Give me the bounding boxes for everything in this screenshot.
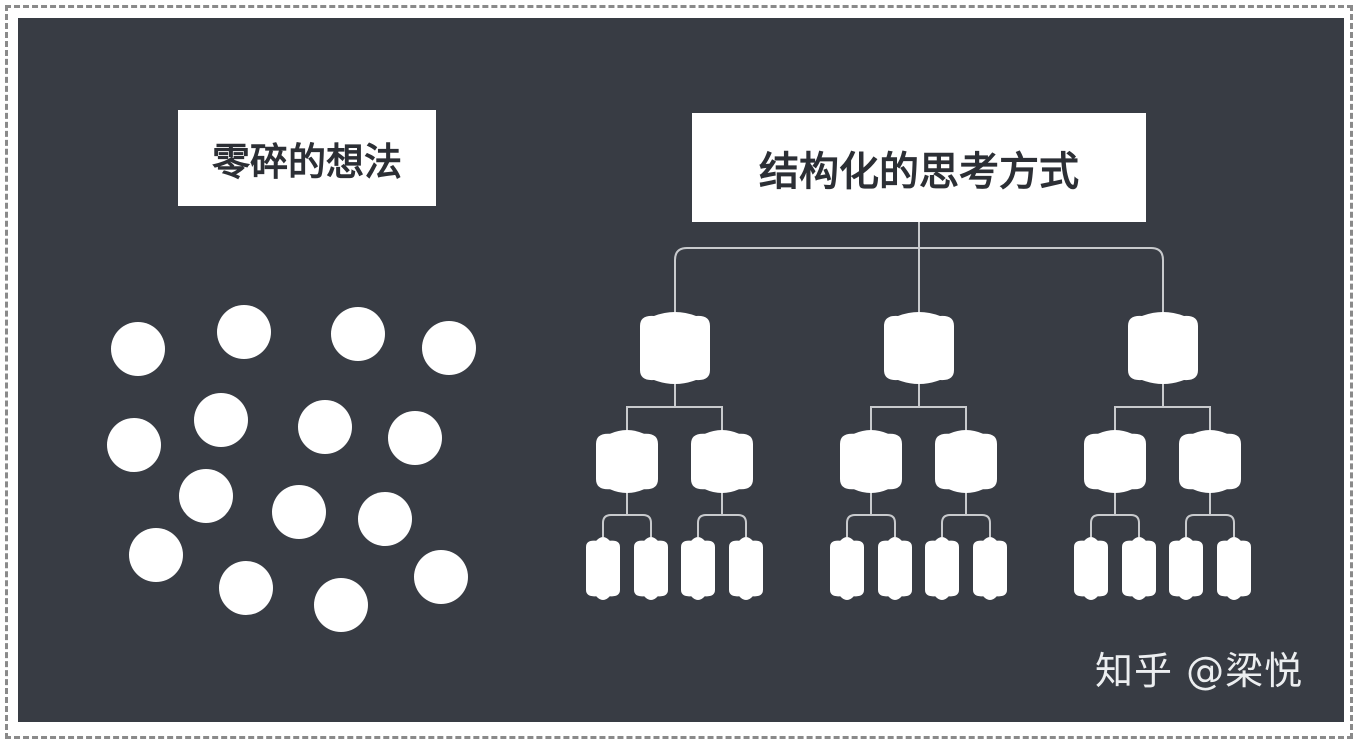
idea-circle — [358, 492, 412, 546]
structured-thinking-title: 结构化的思考方式 — [692, 113, 1146, 222]
level2-node — [1084, 430, 1146, 493]
level3-node — [681, 537, 715, 600]
level2-node — [691, 430, 753, 493]
idea-circle — [217, 305, 271, 359]
idea-circle — [129, 528, 183, 582]
level2-node — [596, 430, 658, 493]
idea-circle — [422, 321, 476, 375]
connector-line — [1114, 383, 1211, 430]
connector-line — [870, 383, 967, 430]
connector-line — [674, 247, 1164, 312]
idea-circle — [298, 400, 352, 454]
level1-node — [640, 312, 710, 384]
connector-line — [626, 383, 723, 430]
connector-line — [697, 492, 747, 537]
level3-node — [634, 537, 668, 600]
idea-circle — [388, 411, 442, 465]
idea-circle — [107, 418, 161, 472]
idea-circle — [414, 550, 468, 604]
level2-node — [935, 430, 997, 493]
idea-circle — [194, 393, 248, 447]
level3-node — [1122, 537, 1156, 600]
idea-circle — [272, 485, 326, 539]
connector-line — [1185, 492, 1235, 537]
level3-node — [729, 537, 763, 600]
level3-node — [925, 537, 959, 600]
level3-node — [830, 537, 864, 600]
idea-circle — [331, 307, 385, 361]
connector-line — [941, 492, 991, 537]
connector-line — [1090, 492, 1140, 537]
level2-node — [840, 430, 902, 493]
level3-node — [973, 537, 1007, 600]
idea-circle — [111, 322, 165, 376]
level3-node — [1217, 537, 1251, 600]
idea-circle — [314, 578, 368, 632]
connector-line — [602, 492, 652, 537]
level1-node — [884, 312, 954, 384]
level2-node — [1179, 430, 1241, 493]
level3-node — [1169, 537, 1203, 600]
level3-node — [586, 537, 620, 600]
idea-circle — [179, 469, 233, 523]
level3-node — [1074, 537, 1108, 600]
dashed-border — [5, 5, 1353, 739]
level3-node — [878, 537, 912, 600]
watermark: 知乎 @梁悦 — [1095, 649, 1304, 693]
idea-circle — [219, 561, 273, 615]
level1-node — [1128, 312, 1198, 384]
connector-line — [846, 492, 896, 537]
scattered-ideas-title: 零碎的想法 — [178, 110, 436, 206]
